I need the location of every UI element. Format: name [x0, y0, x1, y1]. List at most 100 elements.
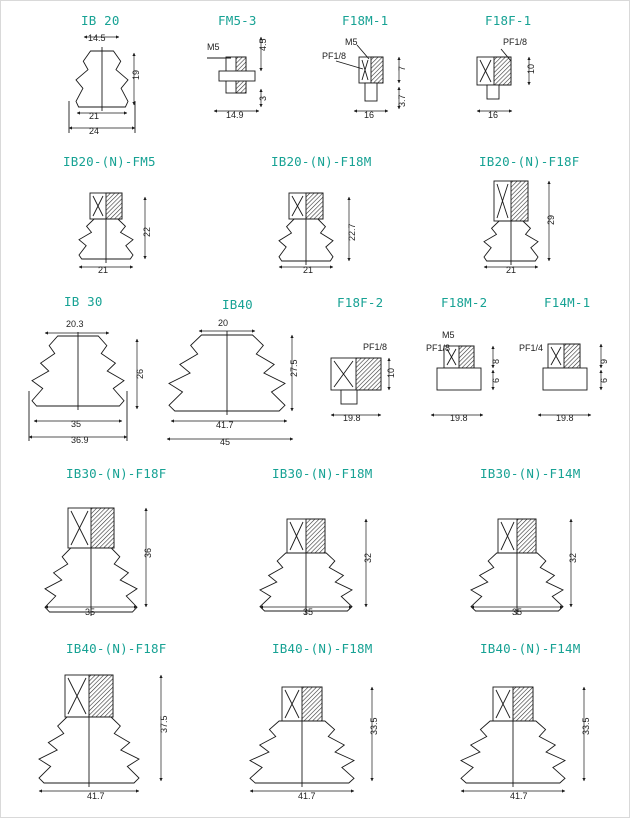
- dim-ib30f18m-h: 32: [363, 553, 373, 563]
- title-ib20-f18f: IB20-(N)-F18F: [479, 154, 580, 169]
- fitting-ib30f18f-section: [90, 507, 115, 549]
- title-ib20-f18m: IB20-(N)-F18M: [271, 154, 372, 169]
- dim-ib40f14m-w: 41.7: [510, 791, 528, 801]
- title-ib20-fm5: IB20-(N)-FM5: [63, 154, 156, 169]
- dim-f18m1-37: 3.7: [397, 94, 407, 107]
- fitting-ib20fm5-section: [105, 192, 123, 220]
- fitting-f18f2-cross: [333, 360, 354, 388]
- title-ib40-f18f: IB40-(N)-F18F: [66, 641, 167, 656]
- dim-f18m2-pf: PF1/8: [426, 343, 450, 353]
- fitting-ib40f14m-cross: [495, 689, 511, 719]
- fitting-f18m2-body-section: [458, 345, 475, 369]
- title-ib30-f18m: IB30-(N)-F18M: [272, 466, 373, 481]
- dim-fm5-45: 4.5: [258, 38, 268, 51]
- fitting-ib30f18m-cross: [289, 521, 304, 551]
- fitting-ib40f18f-section: [88, 674, 114, 718]
- dim-f18f1-width: 16: [488, 110, 498, 120]
- title-f18m-2: F18M-2: [441, 295, 488, 310]
- title-ib30-f18f: IB30-(N)-F18F: [66, 466, 167, 481]
- dim-f14m1-6: 6: [599, 378, 609, 383]
- fitting-f18m2-body-cross: [446, 348, 457, 366]
- dim-ib20-outer: 24: [89, 126, 99, 136]
- dim-f18m2-8: 8: [491, 359, 501, 364]
- dim-ib40-outer: 45: [220, 437, 230, 447]
- dim-ib40f18f-h: 37.5: [159, 715, 169, 733]
- dim-ib30f14m-w: 35: [512, 607, 522, 617]
- dim-ib30f18f-w: 35: [85, 607, 95, 617]
- dim-f14m1-w: 19.8: [556, 413, 574, 423]
- fitting-ib30f18m-section: [305, 518, 326, 554]
- dim-fm5-width: 14.9: [226, 110, 244, 120]
- dim-ib20f18f-h: 29: [546, 215, 556, 225]
- dim-f18m1-7: 7: [397, 66, 407, 71]
- dim-ib20fm5-w: 21: [98, 265, 108, 275]
- dim-ib20f18f-w: 21: [506, 265, 516, 275]
- fitting-f14m1-base: [542, 367, 588, 391]
- fitting-ib30f14m-section: [516, 518, 537, 554]
- dim-ib40-inner: 41.7: [216, 420, 234, 430]
- dim-f18m1-m5: M5: [345, 37, 358, 47]
- dim-ib40-h: 27.5: [289, 359, 299, 377]
- fitting-ib40f18f-cross: [67, 677, 87, 715]
- dim-f18m2-w: 19.8: [450, 413, 468, 423]
- fitting-ib20fm5-cross: [92, 195, 104, 217]
- title-ib40: IB40: [222, 297, 253, 312]
- fitting-f14m1-body-section: [563, 343, 581, 369]
- dim-ib30-inner: 35: [71, 419, 81, 429]
- dim-ib30-outer: 36.9: [71, 435, 89, 445]
- fitting-f18m1-section: [370, 56, 384, 84]
- title-f18f-1: F18F-1: [485, 13, 532, 28]
- dim-ib40f18m-w: 41.7: [298, 791, 316, 801]
- fitting-fm5-flange: [218, 70, 256, 82]
- dim-ib20f18m-h: 22.7: [347, 223, 357, 241]
- leader-pf: [500, 48, 512, 62]
- dim-ib20-top: 14.5: [88, 33, 106, 43]
- fitting-f18f2-section: [355, 357, 382, 391]
- dim-ib40-top: 20: [218, 318, 228, 328]
- dim-f14m1-pf: PF1/4: [519, 343, 543, 353]
- fitting-f18m1-stem: [364, 82, 378, 102]
- fitting-ib20f18m-section: [305, 192, 324, 220]
- title-ib30-f14m: IB30-(N)-F14M: [480, 466, 581, 481]
- fitting-ib30f18f-cross: [70, 510, 89, 546]
- dim-f18f2-pf: PF1/8: [363, 342, 387, 352]
- dim-ib30-h: 26: [135, 369, 145, 379]
- dim-f18f2-w: 19.8: [343, 413, 361, 423]
- dim-f18m2-6: 6: [491, 378, 501, 383]
- dim-ib20f18m-w: 21: [303, 265, 313, 275]
- leader-pf: [335, 60, 364, 70]
- fitting-f18f2-stem: [340, 389, 358, 405]
- dim-f18f2-10: 10: [386, 368, 396, 378]
- title-ib20: IB 20: [81, 13, 120, 28]
- dim-f18f1-pf: PF1/8: [503, 37, 527, 47]
- dim-f18m1-width: 16: [364, 110, 374, 120]
- title-f18m-1: F18M-1: [342, 13, 389, 28]
- dim-ib30f18m-w: 35: [303, 607, 313, 617]
- title-ib40-f18m: IB40-(N)-F18M: [272, 641, 373, 656]
- title-ib30: IB 30: [64, 294, 103, 309]
- dim-ib30f18f-h: 36: [143, 548, 153, 558]
- fitting-f18m2-base: [436, 367, 482, 391]
- fitting-ib40f18m-section: [301, 686, 323, 722]
- fitting-ib20f18m-cross: [291, 195, 304, 217]
- fitting-f18f1-stem: [486, 84, 500, 100]
- dim-ib20fm5-h: 22: [142, 227, 152, 237]
- dim-ib40f18f-w: 41.7: [87, 791, 105, 801]
- dim-f14m1-9: 9: [599, 359, 609, 364]
- title-f14m-1: F14M-1: [544, 295, 591, 310]
- fitting-ib40f14m-section: [512, 686, 534, 722]
- dim-f18m2-m5: M5: [442, 330, 455, 340]
- title-fm5-3: FM5-3: [218, 13, 257, 28]
- dim-f18f1-10: 10: [526, 64, 536, 74]
- dim-ib40f18m-h: 33.5: [369, 717, 379, 735]
- fitting-f18f1-section: [493, 56, 512, 86]
- dim-ib30-top: 20.3: [66, 319, 84, 329]
- dim-fm5-3: 3: [258, 96, 268, 101]
- fitting-ib20f18f-section: [510, 180, 529, 222]
- fitting-ib20f18f-cross: [496, 183, 509, 219]
- dim-ib30f14m-h: 32: [568, 553, 578, 563]
- fitting-f18f1-cross: [479, 59, 492, 83]
- dim-ib20-height: 19: [131, 70, 141, 80]
